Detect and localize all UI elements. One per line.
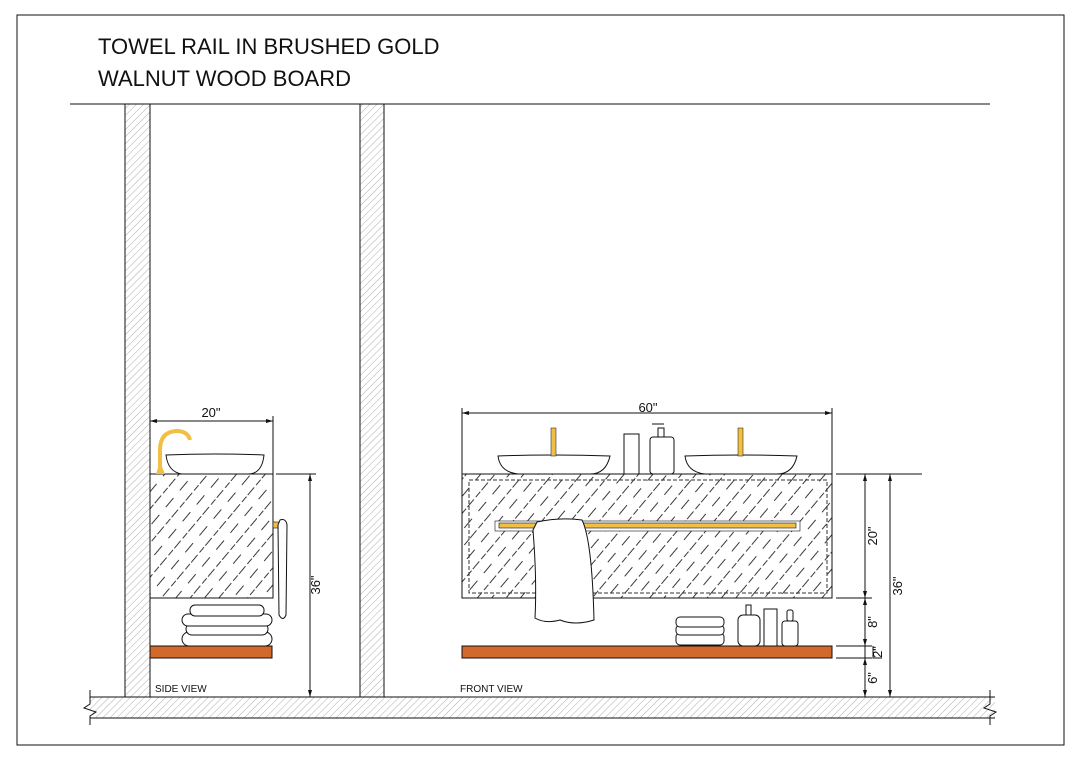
faucet-base — [156, 462, 165, 474]
side-basin — [165, 453, 265, 475]
front-walnut-shelf — [461, 645, 833, 659]
faucet-left — [550, 427, 557, 457]
side-towel-stack — [181, 604, 273, 647]
total-height-label: 36" — [890, 576, 905, 595]
cabinet-height-label: 20" — [865, 526, 880, 545]
drawer-outline — [468, 479, 828, 594]
wall-left — [124, 103, 151, 698]
shelf-height-label: 6" — [865, 672, 880, 684]
front-width-label: 60" — [638, 400, 657, 415]
faucet-right — [737, 427, 744, 457]
front-view-label: FRONT VIEW — [460, 684, 523, 695]
front-view: 60" 20" 8" 2" 6" 36" FRONT VIEW — [460, 400, 922, 697]
front-height-dimensions — [836, 473, 922, 697]
side-height-label: 36" — [308, 575, 323, 594]
title-line-2: WALNUT WOOD BOARD — [98, 66, 351, 91]
countertop-soap-dispenser — [649, 423, 675, 475]
side-view-label: SIDE VIEW — [155, 684, 207, 695]
side-width-dimension — [149, 416, 274, 474]
countertop-bottle — [623, 433, 640, 475]
title-line-1: TOWEL RAIL IN BRUSHED GOLD — [98, 34, 439, 59]
front-towel-rail — [498, 522, 797, 529]
front-basin-left — [497, 454, 611, 475]
side-cabinet — [149, 473, 274, 599]
wall-middle — [359, 103, 385, 698]
side-width-label: 20" — [201, 405, 220, 420]
side-walnut-shelf — [149, 645, 273, 659]
front-cabinet — [461, 473, 833, 599]
shelf-thickness-label: 2" — [870, 646, 885, 658]
side-height-dimension — [276, 473, 316, 697]
sheet-border — [16, 14, 1065, 746]
front-basin-right — [684, 454, 798, 475]
side-hanging-towel — [277, 519, 288, 619]
shelf-bottle — [763, 608, 778, 647]
front-width-dimension — [461, 408, 833, 474]
side-faucet — [158, 428, 192, 474]
front-towel-stack — [675, 616, 725, 646]
shelf-serum-bottle — [781, 609, 799, 647]
floor — [82, 690, 998, 725]
shelf-soap-dispenser — [737, 604, 761, 647]
side-view: 20" 36" SIDE VIEW — [149, 405, 323, 697]
gap-height-label: 8" — [865, 616, 880, 628]
front-hanging-towel — [532, 518, 595, 624]
